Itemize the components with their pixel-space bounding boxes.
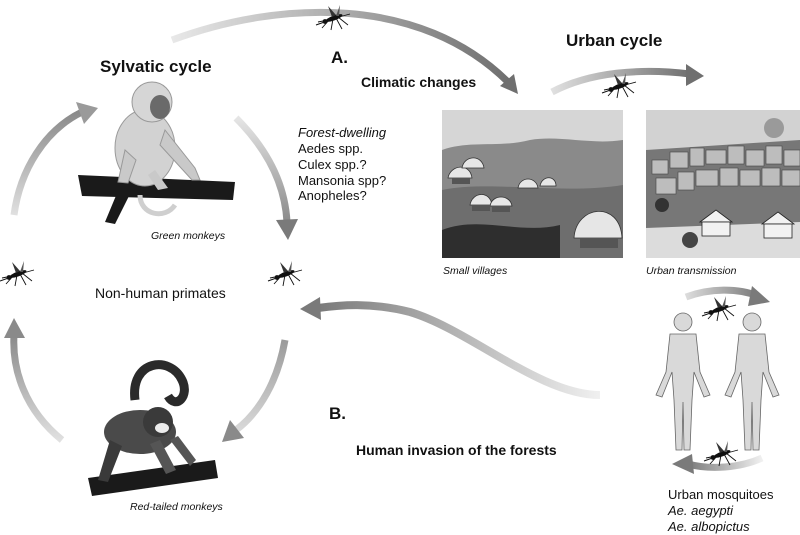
sylvatic-cycle-title: Sylvatic cycle xyxy=(100,57,212,76)
mosquito-icon xyxy=(701,295,737,322)
forest-vector-heading: Forest-dwelling xyxy=(298,125,387,140)
arrow-climatic-to-city xyxy=(550,64,704,96)
urban-vector-list: Urban mosquitoes Ae. aegypti Ae. albopic… xyxy=(668,487,774,535)
arrow-human-bottom xyxy=(672,454,764,474)
arrow-invasion xyxy=(300,297,601,399)
arrow-top-to-urban xyxy=(170,8,518,94)
forest-vector-item: Culex spp.? xyxy=(298,156,367,172)
arrow-right-upper xyxy=(233,115,298,240)
small-villages-caption: Small villages xyxy=(443,265,508,277)
urban-vector-item: Ae. aegypti xyxy=(668,502,734,518)
arrow-right-lower xyxy=(222,339,289,442)
human-figures-illustration xyxy=(655,312,780,451)
climatic-changes-label: Climatic changes xyxy=(361,74,477,90)
arrow-left-lower xyxy=(4,318,65,443)
forest-vector-item: Anopheles? xyxy=(298,188,367,204)
green-monkey-illustration xyxy=(78,81,235,224)
arrow-left-upper xyxy=(10,102,98,216)
urban-transmission-panel xyxy=(646,110,800,258)
mosquito-icon xyxy=(267,260,303,287)
red-tailed-monkeys-caption: Red-tailed monkeys xyxy=(130,501,223,513)
forest-vector-item: Aedes spp. xyxy=(298,140,364,156)
non-human-primates-label: Non-human primates xyxy=(95,285,226,301)
green-monkeys-caption: Green monkeys xyxy=(151,230,226,242)
path-a-marker: A. xyxy=(331,48,348,67)
forest-vector-list: Forest-dwelling Aedes spp. Culex spp.? M… xyxy=(298,125,386,204)
urban-transmission-caption: Urban transmission xyxy=(646,265,737,277)
urban-vector-item: Ae. albopictus xyxy=(668,518,750,534)
mosquito-icon xyxy=(315,4,351,31)
urban-vector-heading: Urban mosquitoes xyxy=(668,487,774,502)
human-invasion-label: Human invasion of the forests xyxy=(356,442,557,458)
forest-vector-item: Mansonia spp? xyxy=(298,172,387,188)
arrow-human-top xyxy=(684,286,770,306)
urban-cycle-title: Urban cycle xyxy=(566,31,663,50)
path-b-marker: B. xyxy=(329,404,346,423)
mosquito-icon xyxy=(703,440,739,467)
red-tailed-monkey-illustration xyxy=(88,360,218,496)
small-villages-panel xyxy=(442,110,623,258)
mosquito-icon xyxy=(0,260,35,287)
